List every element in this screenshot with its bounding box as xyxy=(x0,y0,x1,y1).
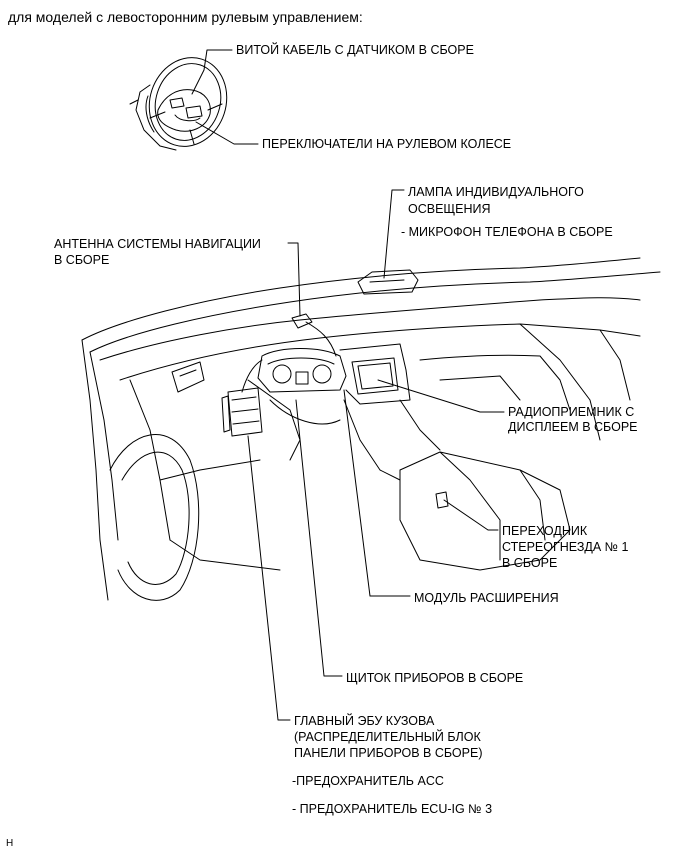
steering-wheel-illustration xyxy=(129,57,228,151)
label-microphone: - МИКРОФОН ТЕЛЕФОНА В СБОРЕ xyxy=(401,225,613,239)
label-radio-line1: РАДИОПРИЕМНИК С xyxy=(508,405,635,419)
leader-expansion-module xyxy=(343,389,411,597)
label-antenna-line2: В СБОРЕ xyxy=(54,253,110,267)
label-radio-line2: ДИСПЛЕЕМ В СБОРЕ xyxy=(508,420,638,434)
label-adapter-line2: СТЕРЕОГНЕЗДА № 1 xyxy=(502,540,629,554)
leader-antenna xyxy=(287,242,301,317)
label-lamp-line2: ОСВЕЩЕНИЯ xyxy=(408,202,491,216)
label-main-ecu-line2: (РАСПРЕДЕЛИТЕЛЬНЫЙ БЛОК xyxy=(294,730,481,744)
label-fuse-acc: -ПРЕДОХРАНИТЕЛЬ ACC xyxy=(292,774,444,788)
leader-radio xyxy=(377,379,505,413)
label-adapter-line3: В СБОРЕ xyxy=(502,556,558,570)
label-fuse-ecu-ig: - ПРЕДОХРАНИТЕЛЬ ECU-IG № 3 xyxy=(292,802,493,816)
label-adapter-line1: ПЕРЕХОДНИК xyxy=(502,524,588,538)
leader-spiral-cable xyxy=(191,49,233,95)
leader-steering-switches xyxy=(195,121,259,145)
label-expansion-module: МОДУЛЬ РАСШИРЕНИЯ xyxy=(414,591,559,605)
label-main-ecu-line1: ГЛАВНЫЙ ЭБУ КУЗОВА xyxy=(294,714,435,728)
label-antenna-line1: АНТЕННА СИСТЕМЫ НАВИГАЦИИ xyxy=(54,237,261,251)
car-interior-illustration xyxy=(81,257,661,601)
leader-lamp xyxy=(383,189,405,279)
label-combination-meter: ЩИТОК ПРИБОРОВ В СБОРЕ xyxy=(346,671,524,685)
label-main-ecu-line3: ПАНЕЛИ ПРИБОРОВ В СБОРЕ) xyxy=(294,746,483,760)
leader-combination-meter xyxy=(295,399,343,677)
label-steering-switches: ПЕРЕКЛЮЧАТЕЛИ НА РУЛЕВОМ КОЛЕСЕ xyxy=(262,137,512,151)
label-lamp-line1: ЛАМПА ИНДИВИДУАЛЬНОГО xyxy=(408,185,584,199)
footer-code: H xyxy=(6,838,14,849)
page-header: для моделей с левосторонним рулевым упра… xyxy=(8,9,363,25)
label-spiral-cable: ВИТОЙ КАБЕЛЬ С ДАТЧИКОМ В СБОРЕ xyxy=(236,43,474,57)
leader-adapter xyxy=(443,499,499,531)
leader-main-ecu xyxy=(247,435,291,721)
